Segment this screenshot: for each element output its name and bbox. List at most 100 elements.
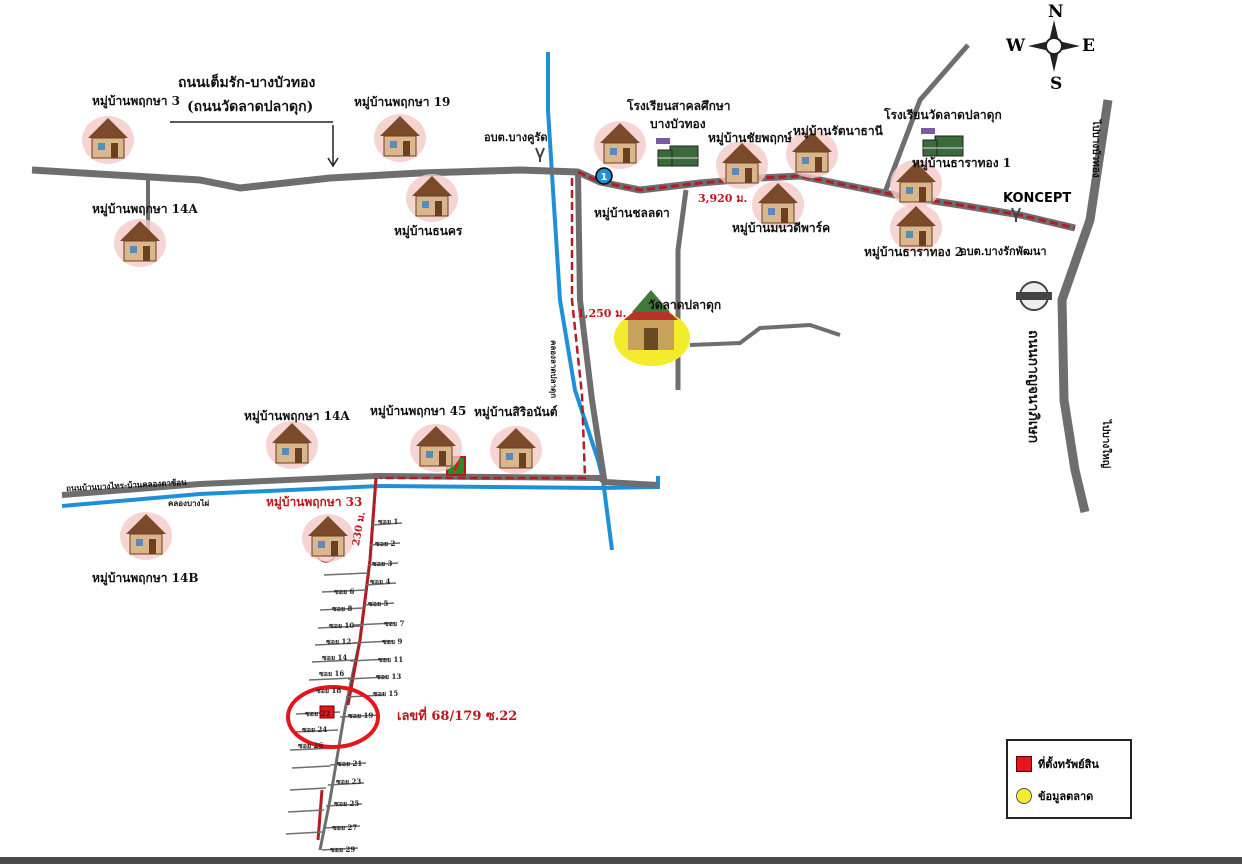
house-icon bbox=[82, 116, 134, 164]
soi-street bbox=[353, 622, 395, 626]
soi-street bbox=[339, 714, 381, 718]
house-icon bbox=[890, 160, 942, 208]
soi-street bbox=[367, 562, 399, 566]
legend-market: ข้อมูลตลาด bbox=[1016, 787, 1093, 805]
village-label: หมู่บ้านพฤกษา 3 bbox=[92, 94, 180, 108]
village-label: หมู่บ้านรัตนาธานี bbox=[793, 124, 883, 138]
house-icon bbox=[302, 514, 354, 562]
soi-label: ซอย 7 bbox=[384, 619, 405, 628]
canal-label: คลองบางไผ่ bbox=[168, 498, 210, 508]
soi-street bbox=[321, 589, 367, 593]
legend-property: ที่ตั้งทรัพย์สิน bbox=[1016, 755, 1099, 773]
soi-label: ซอย 27 bbox=[332, 823, 358, 832]
house-icon bbox=[490, 426, 542, 474]
soi-street bbox=[351, 640, 393, 644]
village-label: หมู่บ้านพฤกษา 14B bbox=[92, 571, 199, 585]
village-label: หมู่บ้านชลลดา bbox=[594, 206, 670, 220]
canal-horizontal bbox=[61, 476, 660, 508]
village-label: หมู่บ้านพฤกษา 33 bbox=[266, 495, 363, 509]
obt-symbol-2 bbox=[1011, 207, 1021, 222]
soi-label: ซอย 16 bbox=[319, 669, 345, 678]
compass-rose-icon bbox=[1028, 20, 1080, 72]
bottom-bar bbox=[0, 857, 1242, 864]
school-building-icon bbox=[921, 128, 964, 157]
soi-label: ซอย 25 bbox=[334, 799, 360, 808]
soi-label: ซอย 14 bbox=[322, 653, 348, 662]
highway-label: ถนนกาญจนาภิเษก bbox=[1025, 330, 1041, 444]
route-main bbox=[577, 170, 1076, 230]
soi-street bbox=[327, 782, 365, 786]
soi-street bbox=[329, 762, 367, 766]
soi-label: ซอย 6 bbox=[334, 587, 355, 596]
soi-label: ซอย 15 bbox=[373, 689, 399, 698]
road-temple-east bbox=[689, 322, 841, 347]
temple-label: วัดลาดปลาดุก bbox=[648, 298, 722, 312]
soi-street bbox=[292, 729, 339, 733]
compass-e: E bbox=[1082, 36, 1095, 56]
canal-vertical-label: คลองลาดปลาดุก bbox=[549, 340, 559, 399]
house-icon bbox=[716, 141, 768, 189]
main-road-label-1: ถนนเต็มรัก-บางบัวทอง bbox=[178, 75, 316, 91]
soi-label: ซอย 5 bbox=[368, 599, 389, 608]
soi-street bbox=[323, 572, 369, 576]
house-icon bbox=[120, 512, 172, 560]
school-label: บางบัวทอง bbox=[650, 117, 706, 131]
legend-property-label: ที่ตั้งทรัพย์สิน bbox=[1038, 758, 1099, 771]
soi-label: ซอย 22 bbox=[305, 709, 331, 718]
village-label: หมู่บ้านชัยพฤกษ์ bbox=[708, 131, 792, 145]
market-dot-icon bbox=[1016, 788, 1032, 804]
school-label: โรงเรียนสาคลศึกษา bbox=[627, 99, 731, 113]
house-icon bbox=[374, 114, 426, 162]
property-circle bbox=[286, 685, 380, 749]
village-label: หมู่บ้านพฤกษา 45 bbox=[370, 404, 467, 418]
soi-label: ซอย 12 bbox=[326, 637, 352, 646]
soi-label: ซอย 8 bbox=[332, 604, 353, 613]
soi-label: ซอย 1 bbox=[378, 517, 399, 526]
route-vertical bbox=[380, 178, 587, 480]
temple-icon bbox=[624, 290, 678, 350]
soi-street bbox=[371, 522, 403, 526]
property-marker bbox=[319, 705, 335, 719]
soi-label: ซอย 18 bbox=[316, 686, 342, 695]
school-building-icon bbox=[656, 138, 699, 167]
soi-label: ซอย 23 bbox=[336, 777, 362, 786]
soi-street bbox=[321, 847, 359, 851]
soi-street bbox=[325, 803, 363, 807]
road-north-east bbox=[881, 43, 970, 196]
village-label: หมู่บ้านมนวดีพาร์ค bbox=[732, 221, 831, 235]
village-label: หมู่บ้านธาราทอง 2 bbox=[864, 245, 964, 259]
property-square-icon bbox=[1016, 756, 1032, 772]
soi-street bbox=[319, 607, 365, 611]
soi-label: ซอย 26 bbox=[298, 741, 324, 750]
soi-label: ซอย 24 bbox=[302, 725, 328, 734]
seven-eleven-label: 7 bbox=[451, 459, 461, 475]
obt-label: อบต.บางรักพัฒนา bbox=[960, 245, 1047, 258]
compass-s: S bbox=[1050, 74, 1063, 94]
map-legend: ที่ตั้งทรัพย์สิน ข้อมูลตลาด bbox=[1006, 739, 1132, 819]
obt-symbol-1 bbox=[535, 147, 545, 162]
soi-label: ซอย 9 bbox=[382, 637, 403, 646]
house-icon bbox=[594, 121, 646, 169]
road-vertical-center bbox=[575, 171, 608, 486]
soi-street bbox=[314, 642, 359, 646]
road-title-arrow bbox=[327, 125, 339, 168]
village-label: หมู่บ้านพฤกษา 19 bbox=[354, 95, 451, 109]
house-icon bbox=[410, 424, 462, 472]
soi-street bbox=[289, 787, 327, 791]
soi-street bbox=[287, 809, 325, 813]
village-label: หมู่บ้านธนคร bbox=[394, 224, 463, 238]
soi-street bbox=[369, 542, 401, 546]
property-address: เลขที่ 68/179 ซ.22 bbox=[397, 709, 518, 724]
soi-label: ซอย 3 bbox=[372, 559, 393, 568]
village-label: หมู่บ้านพฤกษา 14A bbox=[244, 409, 350, 423]
soi-street bbox=[285, 831, 323, 835]
soi-street bbox=[291, 765, 331, 769]
compass-w: W bbox=[1006, 36, 1026, 56]
soi-label: ซอย 19 bbox=[348, 711, 374, 720]
legend-market-label: ข้อมูลตลาด bbox=[1038, 790, 1094, 803]
soi-label: ซอย 2 bbox=[375, 539, 396, 548]
obt-label: อบต.บางคูรัด bbox=[484, 131, 548, 144]
main-road-label-2: (ถนนวัดลาดปลาดุก) bbox=[187, 99, 314, 115]
distance-label: 3,920 ม. bbox=[698, 192, 748, 205]
soi-street bbox=[323, 825, 361, 829]
